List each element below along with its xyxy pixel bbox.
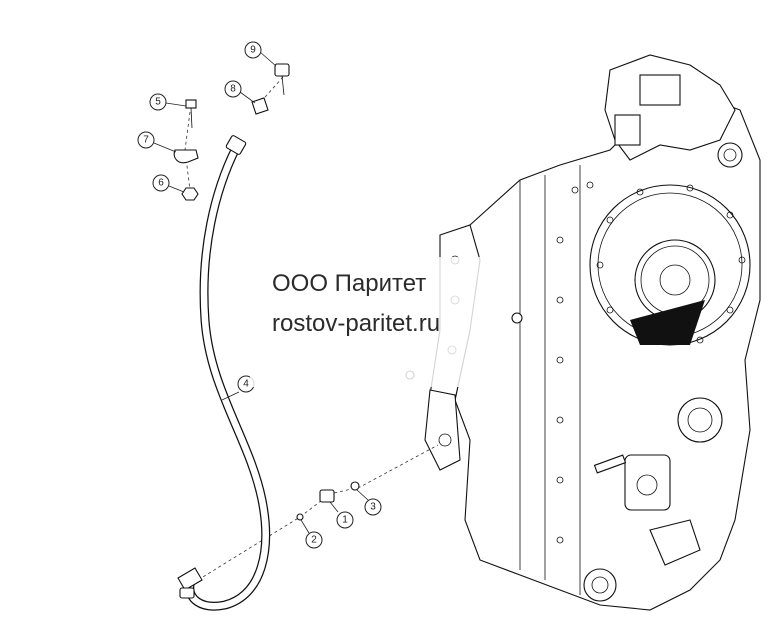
part-2-oring bbox=[296, 513, 304, 521]
callout-2: 2 bbox=[300, 519, 323, 549]
part-9-bolt bbox=[274, 63, 290, 96]
callout-8: 8 bbox=[224, 80, 256, 104]
callout-8-label: 8 bbox=[230, 84, 236, 95]
callout-9: 9 bbox=[244, 41, 277, 67]
hose-assembly bbox=[177, 135, 271, 611]
callout-7: 7 bbox=[137, 131, 177, 153]
part-1-fitting bbox=[319, 489, 335, 503]
callout-2-label: 2 bbox=[311, 535, 317, 546]
callout-1-label: 1 bbox=[342, 515, 348, 526]
watermark-website: rostov-paritet.ru bbox=[272, 310, 441, 337]
watermark-backdrop bbox=[250, 257, 490, 387]
callout-4-label: 4 bbox=[243, 379, 249, 390]
watermark-company: ООО Паритет bbox=[272, 270, 427, 297]
callout-7-label: 7 bbox=[143, 135, 149, 146]
callout-6: 6 bbox=[152, 174, 185, 193]
part-8-adapter bbox=[251, 97, 269, 115]
callout-3-label: 3 bbox=[370, 502, 376, 513]
part-6-nut bbox=[181, 187, 199, 201]
callout-9-label: 9 bbox=[250, 45, 256, 56]
callout-5: 5 bbox=[149, 93, 187, 111]
part-5-bolt bbox=[185, 99, 197, 129]
callout-3: 3 bbox=[356, 489, 382, 516]
part-3-oring bbox=[350, 481, 360, 491]
callout-1: 1 bbox=[329, 501, 354, 529]
callout-6-label: 6 bbox=[158, 178, 164, 189]
callout-5-label: 5 bbox=[155, 97, 161, 108]
part-7-clamp bbox=[173, 149, 199, 164]
